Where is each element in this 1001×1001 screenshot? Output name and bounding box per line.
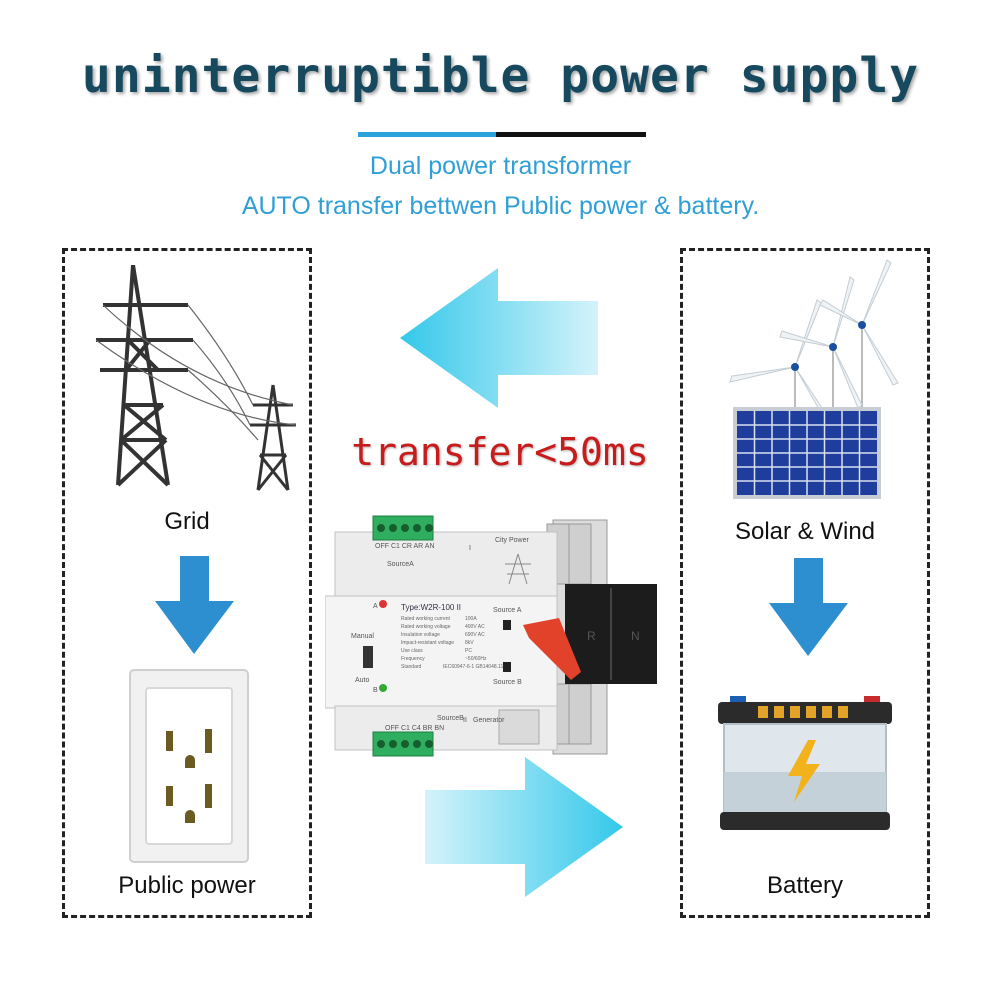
phase-r-text: R — [587, 629, 596, 643]
indicator-b-text: B — [373, 687, 378, 694]
spec-value: PC — [465, 648, 472, 654]
phase-n-text: N — [631, 629, 640, 643]
subtitle-2: AUTO transfer bettwen Public power & bat… — [241, 192, 760, 220]
spec-text: Rated working voltage — [401, 624, 451, 630]
source-a-terminal-text: SourceA — [387, 561, 414, 568]
source-b-terminal-text: SourceB — [437, 715, 464, 722]
battery-label: Battery — [766, 872, 844, 899]
terminals-b-text: OFF C1 C4 BR BN — [385, 725, 444, 732]
outlet-icon — [129, 669, 249, 863]
arrow-right — [425, 757, 623, 897]
auto-text: Auto — [355, 677, 370, 684]
manual-text: Manual — [351, 633, 374, 640]
spec-text: Frequency — [401, 656, 425, 662]
spec-value: 100A — [465, 616, 477, 622]
public-power-label: Public power — [118, 872, 256, 899]
solar-wind-panel — [680, 248, 930, 918]
source-b-text: Source B — [493, 679, 522, 686]
grid-panel — [62, 248, 312, 918]
spec-value: 690V AC — [465, 632, 485, 638]
spec-text: Insulation voltage — [401, 632, 440, 638]
ats-switch-device: OFF C1 CR AR AN SourceA City Power I II … — [325, 515, 657, 757]
solar-wind-label: Solar & Wind — [734, 518, 876, 545]
transfer-time-label: transfer<50ms — [351, 430, 649, 474]
spec-text: Impact-resistant voltage — [401, 640, 454, 646]
spec-value: ~50/60Hz — [465, 656, 487, 662]
spec-text: Standard — [401, 664, 422, 670]
indicator-a-text: A — [373, 603, 378, 610]
spec-value: 8kV — [465, 640, 474, 646]
model-text: Type:W2R-100 II — [401, 603, 461, 612]
spec-text: Rated working current — [401, 616, 451, 622]
mark-2-text: II — [463, 717, 467, 724]
battery-icon — [718, 696, 892, 830]
arrow-left — [400, 268, 598, 408]
spec-text: Use class — [401, 648, 423, 654]
power-tower-icon — [95, 265, 297, 491]
city-power-text: City Power — [495, 537, 530, 544]
page-title: uninterruptible power supply — [81, 48, 920, 104]
title-underline — [358, 132, 646, 137]
solar-panel-icon — [733, 407, 881, 499]
generator-text: Generator — [473, 717, 505, 724]
mark-1-text: I — [469, 545, 471, 552]
spec-value: IEC60947-6-1 GB14048.11 — [443, 664, 503, 670]
source-a-text: Source A — [493, 607, 522, 614]
down-arrow-left — [155, 556, 234, 654]
subtitle-1: Dual power transformer — [369, 152, 632, 180]
grid-label: Grid — [164, 508, 210, 535]
spec-value: 400V AC — [465, 624, 485, 630]
down-arrow-right — [769, 558, 848, 656]
terminals-a-text: OFF C1 CR AR AN — [375, 543, 435, 550]
